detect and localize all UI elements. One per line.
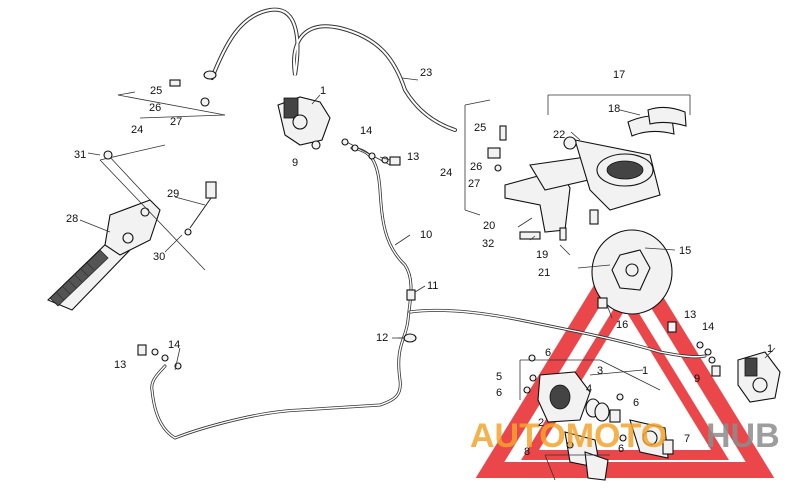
brake-pads-18 bbox=[547, 94, 691, 137]
callout-11: 11 bbox=[427, 280, 438, 292]
callout-6: 6 bbox=[545, 347, 551, 359]
callout-14: 14 bbox=[702, 321, 714, 333]
callout-10: 10 bbox=[420, 229, 432, 241]
callout-2: 2 bbox=[538, 417, 544, 429]
callout-30: 30 bbox=[153, 251, 165, 263]
caliper-right bbox=[667, 321, 781, 403]
bolt-11 bbox=[406, 285, 426, 301]
brake-line-10 bbox=[150, 146, 707, 440]
callout-18: 18 bbox=[608, 103, 620, 115]
callout-22: 22 bbox=[553, 129, 565, 141]
callout-1: 1 bbox=[767, 343, 773, 355]
callout-6: 6 bbox=[496, 387, 502, 399]
callout-14: 14 bbox=[360, 125, 372, 137]
brake-cable-23 bbox=[210, 7, 457, 132]
callout-6: 6 bbox=[618, 443, 624, 455]
bracket-group-24-left bbox=[117, 70, 226, 119]
callout-25: 25 bbox=[474, 122, 486, 134]
callout-8: 8 bbox=[524, 446, 530, 458]
caliper-assembly-lower bbox=[519, 354, 674, 481]
callout-19: 19 bbox=[536, 249, 548, 261]
callout-1: 1 bbox=[642, 365, 648, 377]
callout-25: 25 bbox=[150, 85, 162, 97]
hand-brake-lever bbox=[47, 199, 161, 311]
callout-7: 7 bbox=[684, 433, 690, 445]
watermark-text: AUTOMOTO HUB bbox=[470, 417, 780, 455]
callout-21: 21 bbox=[538, 267, 550, 279]
master-cylinder-top bbox=[277, 96, 331, 150]
callout-32: 32 bbox=[482, 238, 494, 250]
callout-27: 27 bbox=[468, 178, 480, 190]
callout-27: 27 bbox=[170, 116, 182, 128]
parking-brake-bracket-20 bbox=[504, 136, 661, 241]
callout-12: 12 bbox=[376, 332, 388, 344]
bracket-group-24-right bbox=[464, 99, 507, 216]
callout-26: 26 bbox=[470, 161, 482, 173]
callout-28: 28 bbox=[66, 213, 78, 225]
callout-lines-left bbox=[79, 144, 206, 271]
callout-13: 13 bbox=[114, 359, 126, 371]
callout-6: 6 bbox=[633, 397, 639, 409]
callout-labels: 1 1 1 2 3 4 5 6 6 6 6 7 8 9 9 10 11 12 1… bbox=[66, 67, 773, 458]
callout-5: 5 bbox=[496, 371, 502, 383]
callout-9: 9 bbox=[292, 157, 298, 169]
callout-3: 3 bbox=[597, 365, 603, 377]
banjo-fitting-top bbox=[341, 138, 401, 166]
callout-17: 17 bbox=[613, 69, 625, 81]
switch-29 bbox=[184, 181, 217, 236]
callout-24: 24 bbox=[440, 167, 452, 179]
callout-4: 4 bbox=[586, 383, 592, 395]
brake-disc-15 bbox=[591, 229, 676, 315]
callout-26: 26 bbox=[149, 102, 161, 114]
callout-20: 20 bbox=[483, 220, 495, 232]
callout-13: 13 bbox=[684, 309, 696, 321]
watermark-text-gray: HUB bbox=[706, 417, 780, 455]
bolt-16 bbox=[597, 297, 613, 319]
watermark-text-orange: AUTOMOTO bbox=[470, 417, 667, 455]
callout-15: 15 bbox=[679, 245, 691, 257]
callout-1: 1 bbox=[320, 85, 326, 97]
callout-13: 13 bbox=[407, 151, 419, 163]
callout-16: 16 bbox=[616, 319, 628, 331]
callout-29: 29 bbox=[167, 188, 179, 200]
callout-23: 23 bbox=[420, 67, 432, 79]
callout-31: 31 bbox=[74, 149, 86, 161]
callout-14: 14 bbox=[168, 339, 180, 351]
callout-leader-lines bbox=[311, 77, 776, 376]
callout-24: 24 bbox=[131, 124, 143, 136]
callout-9: 9 bbox=[694, 373, 700, 385]
banjo-fitting-lower-left bbox=[137, 344, 182, 371]
